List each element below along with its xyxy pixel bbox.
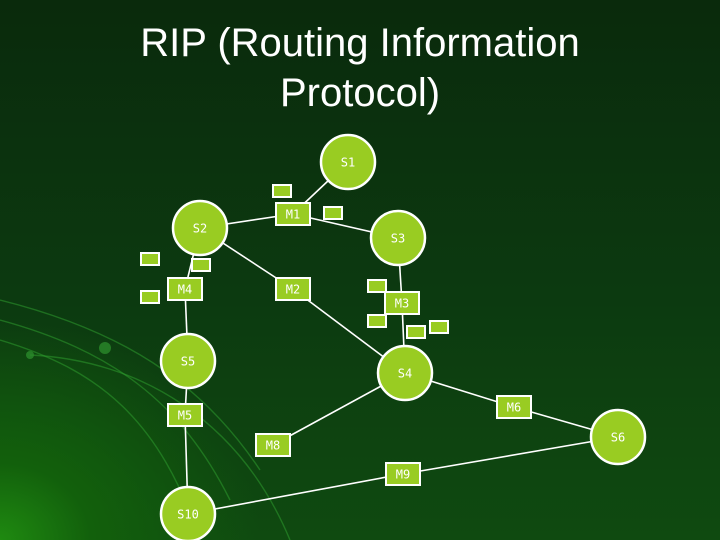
network-m6: M6	[496, 395, 532, 419]
network-label: M6	[507, 401, 521, 415]
router-circle	[376, 344, 434, 402]
router-s4: S4	[376, 344, 434, 402]
host-box	[367, 314, 387, 328]
network-m4: M4	[167, 277, 203, 301]
router-label: S4	[398, 367, 412, 381]
host-box	[367, 279, 387, 293]
title-line-2: Protocol)	[279, 71, 441, 115]
router-label: S1	[341, 156, 355, 170]
network-label: M1	[286, 208, 300, 222]
router-s10: S10	[159, 485, 217, 540]
network-m5: M5	[167, 403, 203, 427]
router-s5: S5	[159, 332, 217, 390]
network-box	[275, 277, 311, 301]
router-s6: S6	[589, 408, 647, 466]
network-label: M5	[178, 409, 192, 423]
router-s3: S3	[369, 209, 427, 267]
router-s2: S2	[171, 199, 229, 257]
router-s1: S1	[319, 133, 377, 191]
network-box	[167, 403, 203, 427]
background-decoration	[0, 299, 291, 540]
network-label: M9	[396, 468, 410, 482]
network-box	[496, 395, 532, 419]
network-box	[384, 291, 420, 315]
host-box	[272, 184, 292, 198]
host-box	[191, 258, 211, 272]
host-box	[323, 206, 343, 220]
title-line-1: RIP (Routing Information	[140, 21, 580, 65]
network-label: M3	[395, 297, 409, 311]
deco-curve	[0, 299, 261, 471]
router-circle	[369, 209, 427, 267]
router-label: S6	[611, 431, 625, 445]
small-hosts-layer	[140, 184, 449, 339]
link-s6-m9	[402, 436, 619, 475]
router-circle	[159, 332, 217, 390]
router-label: S3	[391, 232, 405, 246]
router-label: S2	[193, 222, 207, 236]
network-m8: M8	[255, 433, 291, 457]
network-box	[167, 277, 203, 301]
router-circle	[171, 199, 229, 257]
deco-dot	[99, 342, 111, 354]
network-label: M8	[266, 439, 280, 453]
deco-curve	[0, 319, 231, 501]
router-circle	[159, 485, 217, 540]
router-circle	[589, 408, 647, 466]
network-box	[385, 462, 421, 486]
slide-title: RIP (Routing Information Protocol)	[0, 18, 720, 118]
network-box	[255, 433, 291, 457]
host-box	[406, 325, 426, 339]
router-circle	[319, 133, 377, 191]
host-box	[429, 320, 449, 334]
router-label: S5	[181, 355, 195, 369]
deco-dot	[26, 351, 34, 359]
network-m9: M9	[385, 462, 421, 486]
network-m3: M3	[384, 291, 420, 315]
host-box	[140, 290, 160, 304]
network-box	[275, 202, 311, 226]
network-m1: M1	[275, 202, 311, 226]
router-label: S10	[177, 508, 199, 522]
network-label: M4	[178, 283, 192, 297]
network-m2: M2	[275, 277, 311, 301]
host-box	[140, 252, 160, 266]
network-label: M2	[286, 283, 300, 297]
link-m9-s10	[187, 473, 404, 515]
